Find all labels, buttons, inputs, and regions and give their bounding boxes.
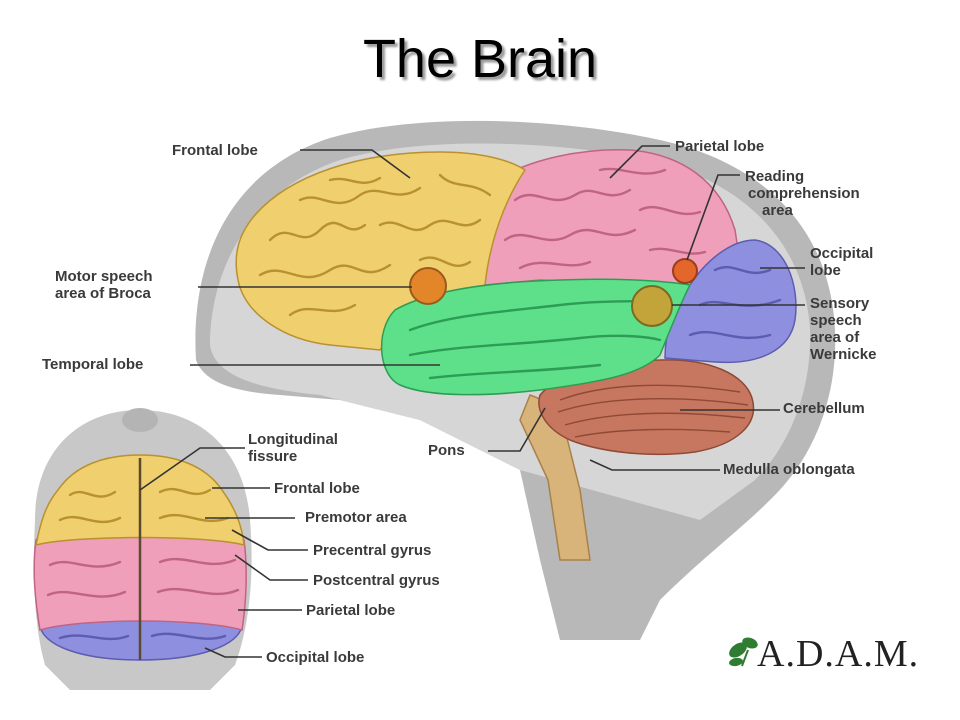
label-occipital-line2: lobe	[810, 262, 841, 279]
label-longitudinal-line1: Longitudinal	[248, 431, 338, 448]
label-sensory-line1: Sensory	[810, 295, 870, 312]
frontal-gyri	[258, 173, 492, 317]
label-pons: Pons	[428, 442, 465, 459]
label-postcentral-gyrus: Postcentral gyrus	[313, 572, 440, 589]
label-reading-line1: Reading	[745, 168, 804, 185]
label-top-parietal-lobe: Parietal lobe	[306, 602, 395, 619]
wernicke-area-marker	[631, 285, 673, 327]
label-longitudinal-line2: fissure	[248, 448, 297, 465]
lateral-leader-lines	[190, 145, 805, 471]
label-broca-line1: Motor speech	[55, 268, 153, 285]
parietal-gyri	[503, 167, 707, 270]
label-top-frontal-lobe: Frontal lobe	[274, 480, 360, 497]
adam-logo: A.D.A.M.	[729, 633, 919, 675]
label-sensory-line3: area of	[810, 329, 860, 346]
label-broca-line2: area of Broca	[55, 285, 152, 302]
leaf-icon	[729, 637, 758, 667]
label-premotor-area: Premotor area	[305, 509, 407, 526]
label-sensory-line4: Wernicke	[810, 346, 876, 363]
label-temporal-lobe: Temporal lobe	[42, 356, 143, 373]
temporal-lobe-region	[381, 278, 692, 396]
page-title: The Brain	[362, 29, 598, 89]
top-parietal-gyri	[46, 557, 240, 598]
cerebellum-folia	[557, 384, 749, 438]
label-medulla: Medulla oblongata	[723, 461, 855, 478]
frontal-lobe-region	[235, 151, 527, 351]
top-leader-lines	[139, 447, 308, 658]
broca-area-marker	[409, 267, 447, 305]
label-occipital-line1: Occipital	[810, 245, 873, 262]
label-frontal-lobe: Frontal lobe	[172, 142, 258, 159]
label-sensory-line2: speech	[810, 312, 862, 329]
label-reading-line2: comprehension	[748, 185, 860, 202]
top-occipital-gyri	[58, 632, 227, 641]
logo-text: A.D.A.M.	[757, 633, 919, 675]
label-top-occipital-lobe: Occipital lobe	[266, 649, 364, 666]
top-view: Longitudinal fissure Frontal lobe Premot…	[33, 408, 440, 690]
label-parietal-lobe: Parietal lobe	[675, 138, 764, 155]
label-reading-line3: area	[762, 202, 794, 219]
top-frontal-gyri	[58, 487, 230, 524]
top-nose	[122, 408, 158, 432]
lateral-view: Frontal lobe Parietal lobe Reading compr…	[42, 120, 876, 641]
label-precentral-gyrus: Precentral gyrus	[313, 542, 431, 559]
label-cerebellum: Cerebellum	[783, 400, 865, 417]
reading-area-marker	[672, 258, 698, 284]
